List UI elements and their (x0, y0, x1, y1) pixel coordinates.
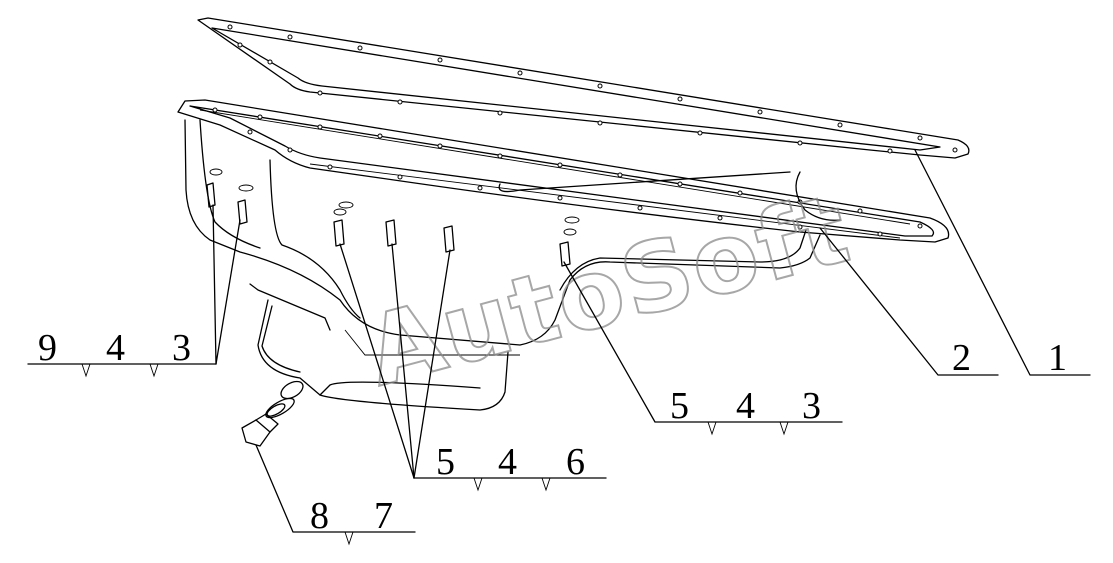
callout-center-1: 5 (436, 441, 455, 483)
callout-right-2: 4 (736, 385, 755, 427)
callout-drain-1: 8 (310, 495, 329, 537)
callout-center-3: 6 (566, 441, 585, 483)
callout-left-3: 3 (172, 327, 191, 369)
callout-1: 1 (1048, 337, 1067, 379)
callout-center-2: 4 (498, 441, 517, 483)
callout-right-3: 3 (802, 385, 821, 427)
oil-pan (177, 99, 950, 447)
callout-drain-2: 7 (374, 495, 393, 537)
drain-plug (241, 380, 304, 447)
oil-pan-gasket (197, 17, 970, 159)
gasket-bolt-holes (227, 24, 958, 154)
pan-bolts (206, 168, 580, 267)
flange-bolt-holes (212, 107, 923, 237)
callout-labels: 1 2 9 4 3 5 4 3 5 4 6 8 7 (38, 327, 1067, 537)
callout-right-1: 5 (670, 385, 689, 427)
leader-lines (27, 149, 1091, 546)
callout-left-2: 4 (106, 327, 125, 369)
callout-left-1: 9 (38, 327, 57, 369)
callout-2: 2 (952, 337, 971, 379)
watermark-text: AutoSoft (356, 172, 861, 408)
